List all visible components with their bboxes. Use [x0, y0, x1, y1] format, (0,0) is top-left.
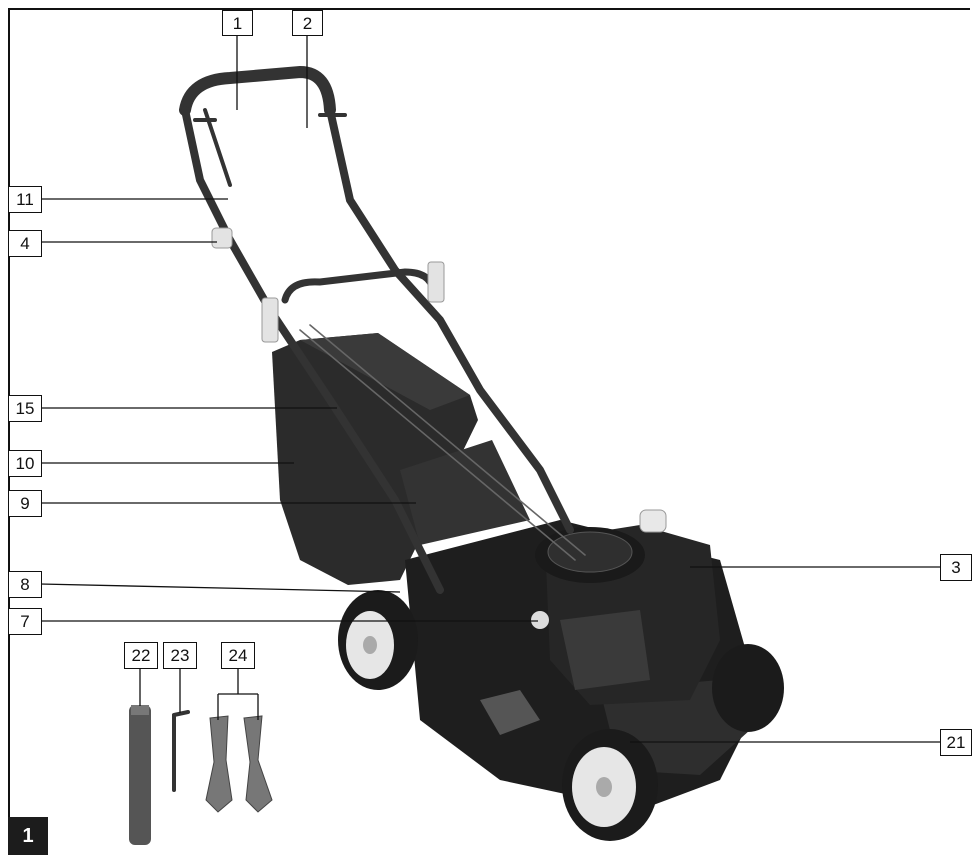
callout-22: 22 — [124, 642, 158, 669]
callout-9: 9 — [8, 490, 42, 517]
figure-number-badge: 1 — [8, 817, 48, 855]
hex-key — [172, 710, 190, 792]
callout-8: 8 — [8, 571, 42, 598]
callout-3: 3 — [940, 554, 972, 581]
rear-left-wheel — [338, 590, 418, 690]
callout-10: 10 — [8, 450, 42, 477]
spanners — [205, 715, 273, 813]
spark-plug-wrench — [129, 705, 151, 845]
handle-knob-left — [261, 297, 279, 343]
callout-23: 23 — [163, 642, 197, 669]
handle-knob-right — [427, 261, 445, 303]
callout-15: 15 — [8, 395, 42, 422]
callout-4: 4 — [8, 230, 42, 257]
front-wheel — [562, 729, 658, 841]
rear-right-wheel — [712, 644, 784, 732]
callout-2: 2 — [292, 10, 323, 36]
figure-frame — [8, 8, 970, 853]
callout-7: 7 — [8, 608, 42, 635]
callout-24: 24 — [221, 642, 255, 669]
callout-21: 21 — [940, 729, 972, 756]
cable-clip — [211, 227, 233, 249]
callout-1: 1 — [222, 10, 253, 36]
callout-11: 11 — [8, 186, 42, 213]
rear-flap — [400, 440, 530, 545]
leader-lines — [39, 35, 942, 743]
